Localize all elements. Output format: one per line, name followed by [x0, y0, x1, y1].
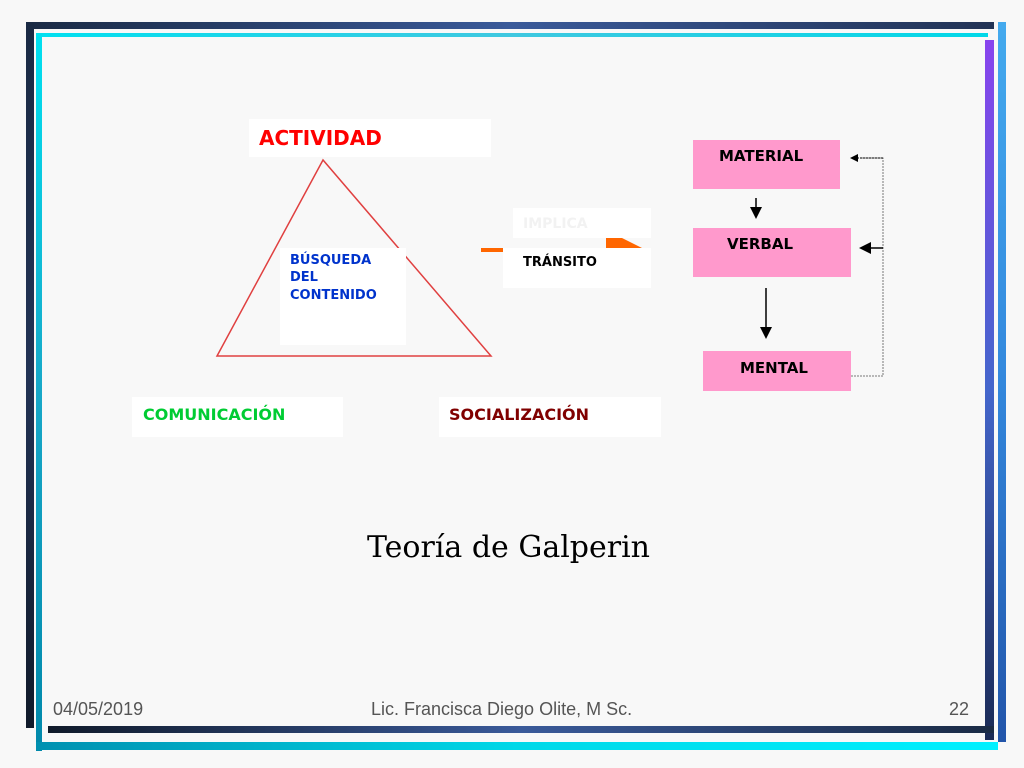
actividad-box — [249, 119, 491, 157]
comunicacion-label: COMUNICACIÓN — [143, 405, 286, 424]
frame-bottom-cyan — [36, 742, 998, 750]
busqueda-line-3: CONTENIDO — [290, 288, 377, 303]
slide-title: Teoría de Galperin — [367, 530, 651, 565]
frame-top-dark — [26, 22, 994, 29]
stage-material-label: MATERIAL — [719, 147, 804, 165]
socializacion-label: SOCIALIZACIÓN — [449, 405, 590, 424]
stage-mental-label: MENTAL — [740, 359, 808, 377]
footer-page-number: 22 — [949, 699, 970, 719]
comunicacion-box — [132, 397, 343, 437]
stage-mental-box — [703, 351, 851, 391]
socializacion-box — [439, 397, 661, 437]
stage-verbal-box — [693, 228, 851, 277]
busqueda-line-2: DEL — [290, 270, 318, 285]
activity-triangle — [215, 158, 493, 357]
implica-label: IMPLICA — [523, 216, 588, 232]
transito-box — [503, 248, 651, 288]
stage-verbal-label: VERBAL — [727, 235, 794, 253]
frame-top-cyan — [36, 33, 988, 37]
stage-material-box — [693, 140, 840, 189]
implica-box — [513, 208, 651, 238]
frame-left-cyan — [36, 33, 42, 751]
busqueda-line-1: BÚSQUEDA — [290, 253, 372, 268]
actividad-label: ACTIVIDAD — [259, 126, 382, 150]
frame-left-dark — [26, 22, 34, 728]
frame-right-blue — [985, 40, 994, 740]
frame-right-cyan — [998, 22, 1006, 742]
footer-author: Lic. Francisca Diego Olite, M Sc. — [371, 699, 633, 719]
busqueda-box — [280, 248, 406, 345]
footer-date: 04/05/2019 — [53, 699, 144, 719]
transito-label: TRÁNSITO — [523, 255, 597, 270]
frame-bottom-dark — [48, 726, 994, 733]
feedback-connector — [851, 157, 884, 377]
